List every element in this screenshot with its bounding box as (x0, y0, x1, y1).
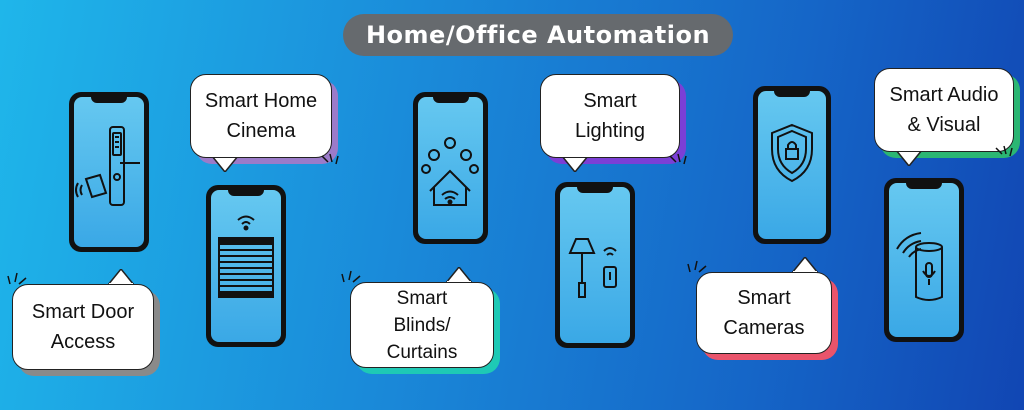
phone-cameras (753, 86, 831, 244)
bubble-tail (212, 156, 238, 172)
phone-lighting (555, 182, 635, 348)
bubble-lighting: Smart Lighting (540, 74, 686, 172)
bubble-blinds-curtains: Smart Blinds/ Curtains (350, 267, 500, 374)
bubble-tail (446, 267, 472, 283)
bubble-tail (562, 156, 588, 172)
bubble-audio-visual: Smart Audio & Visual (874, 68, 1020, 166)
blinds-wifi-icon (218, 215, 274, 298)
bubble-label-line: Smart (583, 90, 637, 112)
bubble-label-line: Curtains (386, 341, 458, 363)
bubble-label-line: Cameras (723, 317, 805, 339)
burst-lines-icon (669, 153, 687, 165)
smart-home-icon (421, 137, 479, 206)
bubble-label-line: & Visual (907, 114, 981, 136)
phone-home-cinema (206, 185, 286, 347)
bubble-label-line: Smart Home (204, 90, 318, 112)
bubble-label-line: Cinema (226, 120, 296, 142)
bubble-cameras: Smart Cameras (696, 257, 838, 360)
shield-lock-icon (771, 123, 813, 183)
phone-blinds-curtains (413, 92, 488, 244)
bubble-label-line: Blinds/ (393, 314, 451, 336)
burst-lines-icon (687, 260, 707, 273)
door-lock-icon (75, 126, 140, 206)
bubble-door-access: Smart Door Access (12, 269, 160, 376)
bubble-tail (792, 257, 818, 273)
phone-audio-visual (884, 178, 964, 342)
page-title: Home/Office Automation (343, 14, 733, 56)
burst-lines-icon (7, 272, 27, 285)
bubble-tail (896, 150, 922, 166)
bubble-label-line: Access (50, 331, 116, 353)
bubble-label-line: Smart (396, 287, 448, 309)
bubble-label-line: Lighting (574, 120, 646, 142)
bubble-label-line: Smart Door (31, 301, 135, 323)
lamp-switch-icon (568, 238, 617, 298)
burst-lines-icon (995, 145, 1013, 157)
phone-door-access (69, 92, 149, 252)
bubble-label-line: Smart (737, 287, 791, 309)
bubble-label-line: Smart Audio (889, 84, 999, 106)
smart-speaker-icon (896, 232, 943, 301)
burst-lines-icon (341, 270, 361, 283)
bubble-tail (108, 269, 134, 285)
bubble-home-cinema: Smart Home Cinema (190, 74, 338, 172)
burst-lines-icon (321, 153, 339, 165)
